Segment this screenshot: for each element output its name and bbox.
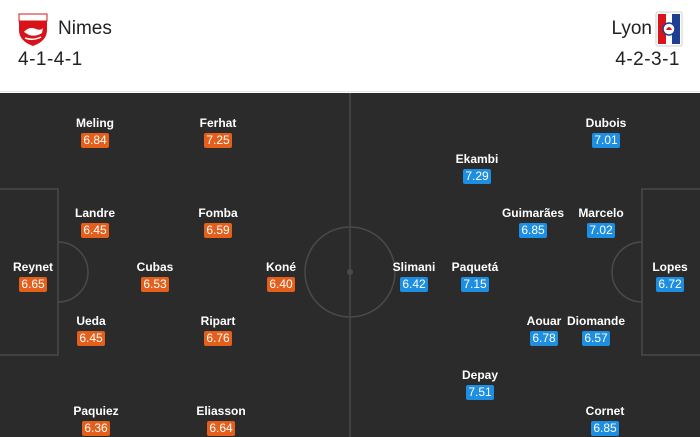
- player-rating: 7.29: [463, 169, 491, 184]
- player-name: Ekambi: [455, 152, 499, 166]
- player-name: Lopes: [652, 260, 688, 274]
- player-dubois[interactable]: Dubois 7.01: [561, 115, 651, 149]
- nimes-crest-icon: [18, 13, 48, 46]
- player-name: Ferhat: [199, 116, 237, 130]
- player-rating: 6.65: [19, 277, 47, 292]
- player-rating: 7.25: [204, 133, 232, 148]
- player-meling[interactable]: Meling 6.84: [50, 115, 140, 149]
- player-name: Ueda: [76, 314, 106, 328]
- away-formation: 4-2-3-1: [615, 49, 680, 70]
- player-slimani[interactable]: Slimani 6.42: [369, 259, 459, 293]
- away-team-name: Lyon: [611, 18, 653, 39]
- player-rating: 6.78: [530, 331, 558, 346]
- player-rating: 7.02: [587, 223, 615, 238]
- pitch-markings: [0, 93, 700, 437]
- player-name: Eliasson: [196, 404, 246, 418]
- player-aouar[interactable]: Aouar 6.78: [499, 313, 589, 347]
- match-header: Nimes 4-1-4-1 Lyon 4-2-3-1: [0, 0, 700, 92]
- player-eliasson[interactable]: Eliasson 6.64: [176, 403, 266, 437]
- player-marcelo[interactable]: Marcelo 7.02: [556, 205, 646, 239]
- player-paqueta[interactable]: Paquetá 7.15: [430, 259, 520, 293]
- player-rating: 6.76: [204, 331, 232, 346]
- player-name: Reynet: [12, 260, 53, 274]
- player-reynet[interactable]: Reynet 6.65: [0, 259, 78, 293]
- player-guimaraes[interactable]: Guimarães 6.85: [488, 205, 578, 239]
- player-name: Fomba: [198, 206, 238, 220]
- player-name: Landre: [74, 206, 115, 220]
- player-ferhat[interactable]: Ferhat 7.25: [173, 115, 263, 149]
- player-rating: 6.72: [656, 277, 684, 292]
- home-team-name: Nimes: [58, 18, 112, 39]
- player-rating: 7.15: [461, 277, 489, 292]
- player-name: Slimani: [392, 260, 436, 274]
- player-name: Depay: [461, 368, 499, 382]
- player-name: Cubas: [136, 260, 174, 274]
- player-rating: 6.59: [204, 223, 232, 238]
- player-diomande[interactable]: Diomande 6.57: [551, 313, 641, 347]
- player-depay[interactable]: Depay 7.51: [435, 367, 525, 401]
- player-name: Koné: [266, 260, 296, 274]
- player-fomba[interactable]: Fomba 6.59: [173, 205, 263, 239]
- player-rating: 6.85: [591, 421, 619, 436]
- player-rating: 6.64: [207, 421, 235, 436]
- player-ekambi[interactable]: Ekambi 7.29: [432, 151, 522, 185]
- player-ueda[interactable]: Ueda 6.45: [46, 313, 136, 347]
- player-paquiez[interactable]: Paquiez 6.36: [51, 403, 141, 437]
- player-name: Marcelo: [578, 206, 624, 220]
- player-ripart[interactable]: Ripart 6.76: [173, 313, 263, 347]
- player-name: Paquiez: [73, 404, 119, 418]
- player-lopes[interactable]: Lopes 6.72: [625, 259, 700, 293]
- lyon-crest-icon: [655, 11, 683, 47]
- player-rating: 6.40: [267, 277, 295, 292]
- player-rating: 6.85: [519, 223, 547, 238]
- player-rating: 6.36: [82, 421, 110, 436]
- player-cornet[interactable]: Cornet 6.85: [560, 403, 650, 437]
- player-rating: 6.53: [141, 277, 169, 292]
- player-rating: 7.51: [466, 385, 494, 400]
- player-name: Aouar: [526, 314, 562, 328]
- player-landre[interactable]: Landre 6.45: [50, 205, 140, 239]
- player-name: Ripart: [200, 314, 236, 328]
- player-name: Guimarães: [501, 206, 565, 220]
- player-name: Meling: [76, 116, 114, 130]
- player-name: Paquetá: [451, 260, 499, 274]
- player-kone[interactable]: Koné 6.40: [236, 259, 326, 293]
- player-rating: 6.45: [81, 223, 109, 238]
- player-rating: 6.45: [77, 331, 105, 346]
- player-cubas[interactable]: Cubas 6.53: [110, 259, 200, 293]
- player-rating: 6.57: [582, 331, 610, 346]
- player-name: Cornet: [585, 404, 625, 418]
- pitch: Reynet 6.65 Paquiez 6.36 Ueda 6.45 Landr…: [0, 93, 700, 437]
- player-rating: 6.84: [81, 133, 109, 148]
- player-name: Dubois: [585, 116, 627, 130]
- player-rating: 7.01: [592, 133, 620, 148]
- player-rating: 6.42: [400, 277, 428, 292]
- home-formation: 4-1-4-1: [18, 49, 83, 70]
- player-name: Diomande: [566, 314, 625, 328]
